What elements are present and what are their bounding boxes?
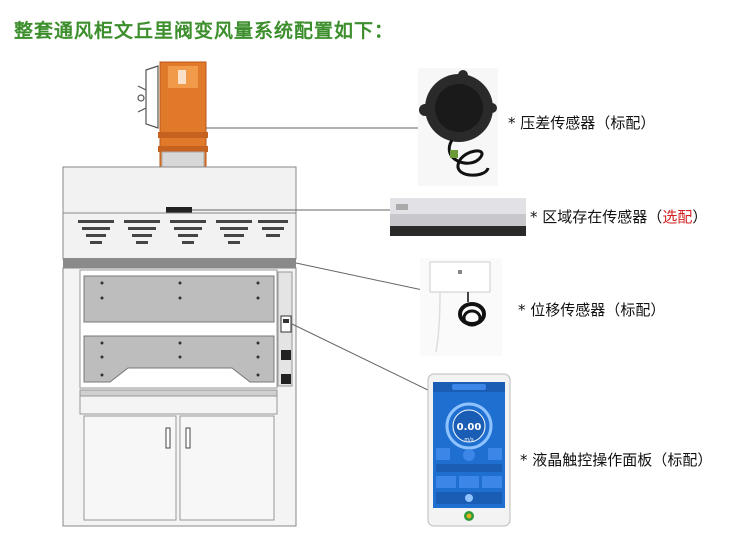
touch-panel-icon: 0.00 m/s (427, 373, 511, 527)
presence-sensor-icon (390, 198, 526, 236)
label-name: 位移传感器 (530, 301, 606, 319)
fume-hood-body (62, 166, 297, 527)
label-open: （ (652, 451, 668, 469)
label-name: 区域存在传感器 (542, 208, 648, 226)
label-close: ） (697, 451, 713, 469)
pressure-sensor-label: * 压差传感器（标配） (508, 112, 655, 133)
label-tag: 选配 (662, 208, 693, 226)
panel-unit: m/s (464, 437, 474, 443)
page-title: 整套通风柜文丘里阀变风量系统配置如下： (14, 20, 395, 42)
label-open: （ (595, 114, 611, 132)
pressure-sensor-icon (418, 68, 498, 186)
venturi-valve-icon (137, 61, 208, 173)
label-close: ） (650, 301, 666, 319)
label-prefix: * (530, 208, 543, 226)
label-name: 液晶触控操作面板 (532, 451, 653, 469)
label-prefix: * (508, 114, 521, 132)
touch-panel-label: * 液晶触控操作面板（标配） (520, 449, 712, 470)
label-tag: 标配 (667, 451, 698, 469)
label-prefix: * (518, 301, 531, 319)
displacement-sensor-label: * 位移传感器（标配） (518, 299, 665, 320)
label-tag: 标配 (620, 301, 651, 319)
label-close: ） (640, 114, 656, 132)
label-tag: 标配 (610, 114, 641, 132)
label-name: 压差传感器 (520, 114, 596, 132)
presence-sensor-label: * 区域存在传感器（选配） (530, 206, 707, 227)
displacement-sensor-icon (420, 258, 502, 356)
label-open: （ (605, 301, 621, 319)
panel-reading: 0.00 (457, 422, 482, 433)
label-close: ） (692, 208, 708, 226)
label-open: （ (647, 208, 663, 226)
label-prefix: * (520, 451, 533, 469)
